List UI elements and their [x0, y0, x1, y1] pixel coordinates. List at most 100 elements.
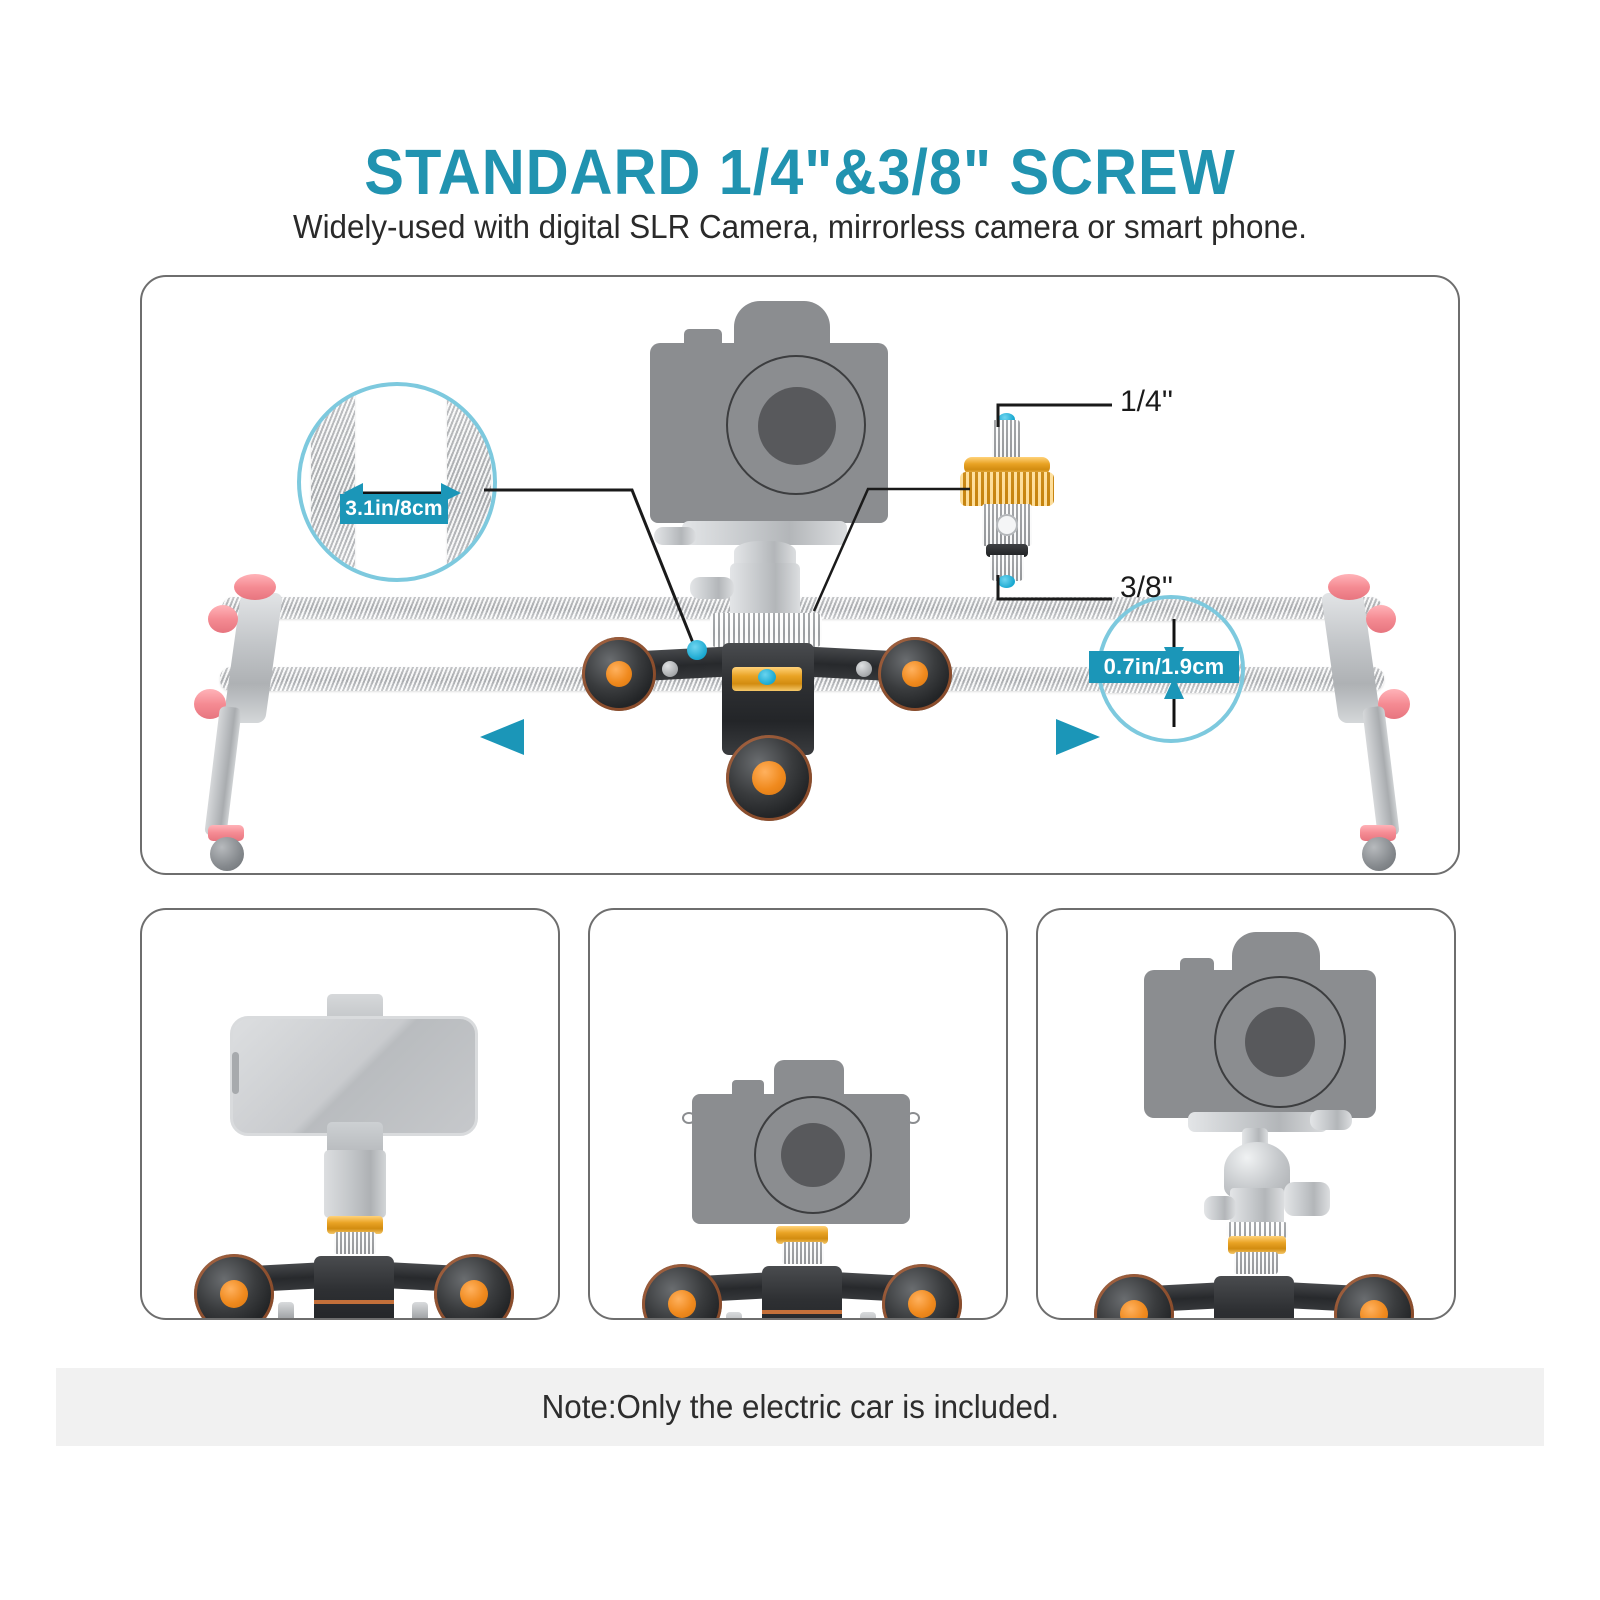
dolly-body-orange-stripe [762, 1310, 842, 1314]
dolly-wheel-right-hub [460, 1280, 488, 1308]
ball-head-pan-lock-knob [690, 577, 734, 599]
magnified-rail-right [447, 386, 491, 578]
note-text: Note:Only the electric car is included. [541, 1388, 1059, 1425]
example-panel-phone [140, 908, 560, 1320]
slider-left-top-knob [234, 574, 276, 600]
camera-lens-glass [1245, 1007, 1315, 1077]
slider-left-side-knob [208, 605, 238, 633]
camera-lens-outer-ring [726, 355, 866, 495]
ball-head-pan-base [710, 613, 822, 647]
rail-gap-badge: 3.1in/8cm [340, 494, 448, 524]
dolly-wheel-left-hub [668, 1290, 696, 1318]
dslr-mount-gold-collar [1228, 1236, 1286, 1254]
slider-right-top-knob [1328, 574, 1370, 600]
quarter-inch-leader-line [996, 403, 1112, 427]
phone-holder-post [324, 1150, 386, 1218]
quick-release-plate [1188, 1112, 1328, 1132]
dolly-wheel-front-hub [752, 761, 786, 795]
example-panel-dslr [1036, 908, 1456, 1320]
dolly-wheel-right-hub [1360, 1300, 1388, 1318]
camera-mount-gold-collar [776, 1226, 828, 1244]
electric-dolly-mirrorless [610, 1256, 994, 1318]
motion-arrow-right [832, 717, 1102, 762]
dolly-axle-screw-right [412, 1302, 428, 1318]
camera-viewfinder-hump [774, 1060, 844, 1100]
camera-shutter-bump [1180, 958, 1214, 980]
dolly-axle-screw-left [278, 1302, 294, 1318]
camera-prism-hump [1232, 932, 1320, 978]
adapter-knurled-gold-body [960, 472, 1054, 506]
slider-right-foot [1362, 837, 1396, 871]
slider-left-foot [210, 837, 244, 871]
dslr-mount-silver-shaft [1234, 1252, 1278, 1274]
ball-head-lock-knob-right [1284, 1182, 1330, 1216]
camera-silhouette-main [642, 299, 892, 529]
magnified-rail-left [311, 386, 355, 578]
dolly-wheel-left-hub [1120, 1300, 1148, 1318]
camera-lens-outer-ring [1214, 976, 1346, 1108]
magnified-rail-tube-top [1101, 599, 1241, 621]
dolly-wheel-left-hub [606, 661, 632, 687]
slider-left-foot-collar [208, 825, 244, 841]
quarter-inch-label: 1/4'' [1120, 385, 1174, 418]
main-illustration-panel: 3.1in/8cm 0.7in/1.9cm [140, 275, 1460, 875]
ball-head-pan-base [1226, 1222, 1288, 1238]
smartphone [230, 1016, 478, 1136]
slider-rail-top [222, 597, 1382, 619]
slider-right-foot-collar [1360, 825, 1396, 841]
page-title: STANDARD 1/4"&3/8" SCREW [364, 136, 1236, 208]
dolly-axle-screw-right [860, 1312, 876, 1318]
slider-right-leg [1362, 705, 1400, 838]
dolly-wheel-right-hub [902, 661, 928, 687]
rail-gap-anchor-dot [687, 640, 707, 660]
dslr-example-canvas [1038, 910, 1454, 1318]
dolly-axle-screw-left [662, 661, 678, 677]
dolly-wheel-left-hub [220, 1280, 248, 1308]
dolly-axle-screw-right [856, 661, 872, 677]
dolly-wheel-right-hub [908, 1290, 936, 1318]
phone-mount-gold-collar [327, 1216, 383, 1234]
electric-dolly-dslr [1062, 1266, 1446, 1318]
camera-lens-glass [758, 387, 836, 465]
phone-side-button [232, 1052, 239, 1094]
camera-prism-hump [734, 301, 830, 353]
dolly-mount-blue-dot [758, 669, 776, 685]
dolly-body-orange-stripe [314, 1300, 394, 1304]
camera-mount-silver-shaft [782, 1242, 824, 1264]
motion-arrow-left [478, 717, 748, 762]
camera-shutter-bump [684, 329, 722, 355]
adapter-to-mount-leader-line [812, 487, 970, 612]
camera-strap-lug-right [906, 1112, 920, 1124]
ball-head-lock-knob-left [1204, 1196, 1236, 1220]
dolly-axle-screw-left [726, 1312, 742, 1318]
three-eighth-label: 3/8'' [1120, 571, 1174, 604]
screw-adapter-assembly [952, 403, 1062, 593]
page-subtitle: Widely-used with digital SLR Camera, mir… [292, 208, 1308, 245]
main-illustration-canvas: 3.1in/8cm 0.7in/1.9cm [142, 277, 1458, 873]
rail-gap-magnifier-circle [297, 382, 497, 582]
adapter-top-flange [964, 457, 1050, 475]
adapter-shaft-hole [996, 514, 1018, 536]
camera-lens-outer-ring [754, 1096, 872, 1214]
camera-lens-glass [781, 1123, 845, 1187]
rail-diameter-badge: 0.7in/1.9cm [1089, 651, 1239, 683]
camera-strap-lug-left [682, 1112, 696, 1124]
rail-gap-leader-line [484, 488, 697, 649]
camera-silhouette-dslr [1140, 932, 1380, 1118]
three-eighth-leader-line [996, 575, 1112, 601]
mirrorless-example-canvas [590, 910, 1006, 1318]
dolly-center-body [314, 1256, 394, 1318]
adapter-bottom-dot [998, 575, 1015, 588]
camera-left-shoulder [732, 1080, 764, 1102]
qr-lever-knob [654, 527, 696, 545]
dolly-center-body [1214, 1276, 1294, 1318]
phone-mount-silver-shaft [334, 1232, 376, 1254]
camera-silhouette-mirrorless [688, 1060, 914, 1230]
note-bar: Note:Only the electric car is included. [56, 1368, 1544, 1446]
qr-lever-knob [1310, 1110, 1352, 1130]
dolly-center-body [762, 1266, 842, 1318]
phone-example-canvas [142, 910, 558, 1318]
slider-right-side-knob [1366, 605, 1396, 633]
adapter-black-washer [986, 544, 1028, 557]
